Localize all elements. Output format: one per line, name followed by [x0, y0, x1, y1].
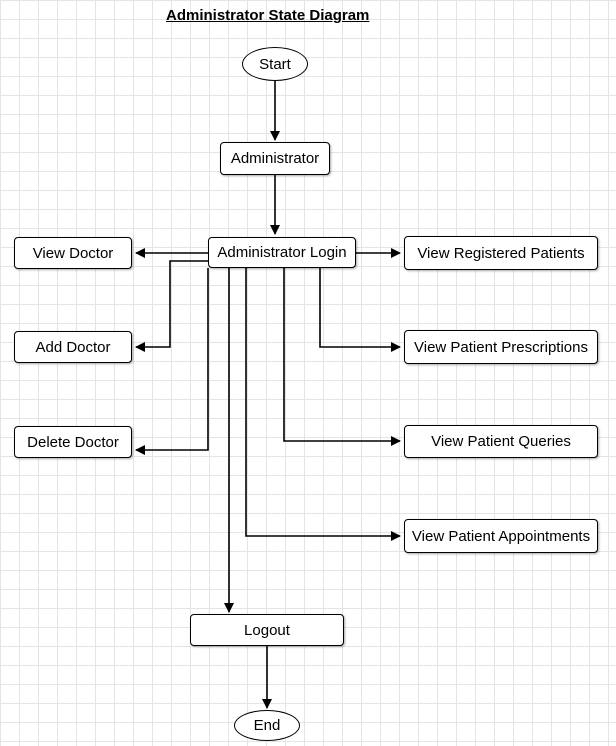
view-patient-queries-node: View Patient Queries: [404, 425, 598, 458]
edge-login-to-view-patient-prescriptions: [319, 268, 401, 352]
view-registered-patients-node: View Registered Patients: [404, 236, 598, 270]
edge-login-to-delete-doctor: [135, 268, 209, 455]
view-doctor-node: View Doctor: [14, 237, 132, 269]
start-node: Start: [242, 47, 308, 81]
administrator-node: Administrator: [220, 142, 330, 175]
edge-login-to-add-doctor: [135, 260, 208, 352]
end-node: End: [234, 710, 300, 741]
view-patient-prescriptions-node: View Patient Prescriptions: [404, 330, 598, 364]
view-patient-appointments-node: View Patient Appointments: [404, 519, 598, 553]
diagram-title: Administrator State Diagram: [166, 7, 370, 24]
delete-doctor-node: Delete Doctor: [14, 426, 132, 458]
logout-node: Logout: [190, 614, 344, 646]
administrator-login-node: Administrator Login: [208, 237, 356, 268]
add-doctor-node: Add Doctor: [14, 331, 132, 363]
edge-login-to-view-patient-queries: [283, 268, 401, 446]
edge-login-to-view-patient-appointments: [245, 268, 401, 541]
